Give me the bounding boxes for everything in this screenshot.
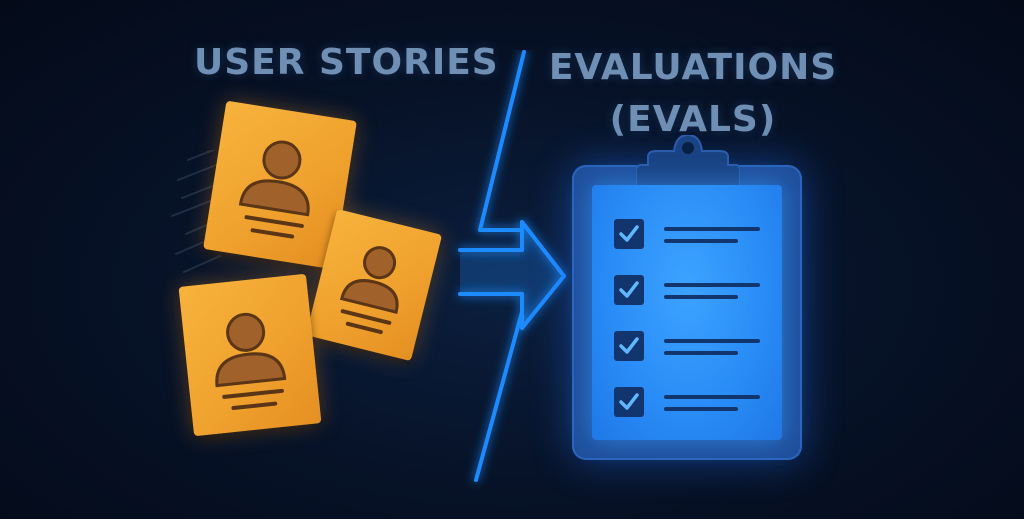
checkbox [614, 331, 644, 361]
checklist-item [614, 387, 774, 443]
checklist-line [664, 283, 760, 287]
checkbox [614, 275, 644, 305]
checklist-line [664, 395, 760, 399]
checkmark-icon [619, 281, 639, 298]
user-story-notes [170, 100, 470, 437]
evaluations-heading: EVALUATIONS (EVALS) [548, 42, 838, 146]
checklist-item [614, 219, 774, 275]
checklist-line [664, 239, 738, 243]
checkbox [614, 387, 644, 417]
user-stories-heading: USER STORIES [194, 42, 499, 83]
user-story-note [305, 208, 443, 362]
clipboard-clip-icon [636, 135, 740, 191]
checkmark-icon [619, 337, 639, 354]
checklist-line [664, 227, 760, 231]
checklist-item [614, 275, 774, 331]
checklist [614, 219, 774, 443]
checklist-line [664, 351, 738, 355]
lightning-arrow-icon [458, 50, 566, 482]
checkmark-icon [619, 225, 639, 242]
evaluations-heading-line1: EVALUATIONS [548, 47, 838, 88]
checklist-paper [592, 185, 782, 440]
user-story-note [203, 100, 357, 270]
user-story-note [178, 273, 322, 437]
evaluations-heading-line2: (EVALS) [609, 99, 777, 140]
checkmark-icon [619, 393, 639, 410]
user-profile-icon [215, 312, 287, 411]
checklist-item [614, 331, 774, 387]
checklist-line [664, 339, 760, 343]
checklist-line [664, 295, 738, 299]
clipboard-checklist-icon [572, 135, 802, 460]
checklist-line [664, 407, 738, 411]
user-profile-icon [339, 246, 399, 335]
checkbox [614, 219, 644, 249]
user-profile-icon [238, 140, 310, 239]
